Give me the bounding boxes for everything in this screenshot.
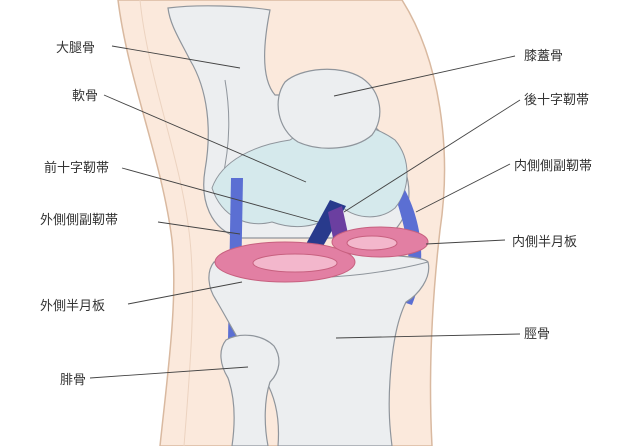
label-lateral-meniscus: 外側半月板 bbox=[40, 299, 105, 314]
fibula-bone bbox=[220, 334, 280, 446]
leader-acl bbox=[121, 167, 319, 223]
tibia-bone bbox=[208, 253, 430, 446]
cartilage bbox=[211, 123, 408, 228]
medial-meniscus-hole bbox=[346, 235, 398, 251]
leader-patella bbox=[333, 55, 516, 97]
label-femur: 大腿骨 bbox=[56, 41, 95, 56]
leader-cartilage bbox=[103, 94, 307, 183]
label-lcl: 外側側副靭帯 bbox=[40, 213, 118, 228]
label-patella: 膝蓋骨 bbox=[524, 49, 563, 64]
leader-lateral-meniscus bbox=[127, 281, 243, 305]
label-medial-meniscus: 内側半月板 bbox=[512, 234, 577, 250]
label-tibia: 脛骨 bbox=[524, 327, 550, 342]
leg-skin-inner-edge bbox=[139, 0, 193, 446]
leader-fibula bbox=[89, 366, 249, 379]
patella-bone bbox=[277, 68, 381, 149]
label-acl: 前十字靭帯 bbox=[44, 160, 109, 176]
leader-medial-meniscus bbox=[425, 239, 506, 245]
label-fibula: 腓骨 bbox=[60, 372, 86, 388]
leader-lcl bbox=[157, 221, 241, 235]
leader-femur bbox=[111, 45, 241, 69]
leader-pcl bbox=[343, 99, 521, 213]
label-mcl: 内側側副靭帯 bbox=[514, 158, 592, 174]
leader-tibia bbox=[335, 333, 521, 339]
leader-mcl bbox=[415, 163, 511, 213]
lateral-meniscus-hole bbox=[252, 253, 338, 273]
label-cartilage: 軟骨 bbox=[72, 88, 98, 104]
label-pcl: 後十字靭帯 bbox=[524, 93, 589, 108]
